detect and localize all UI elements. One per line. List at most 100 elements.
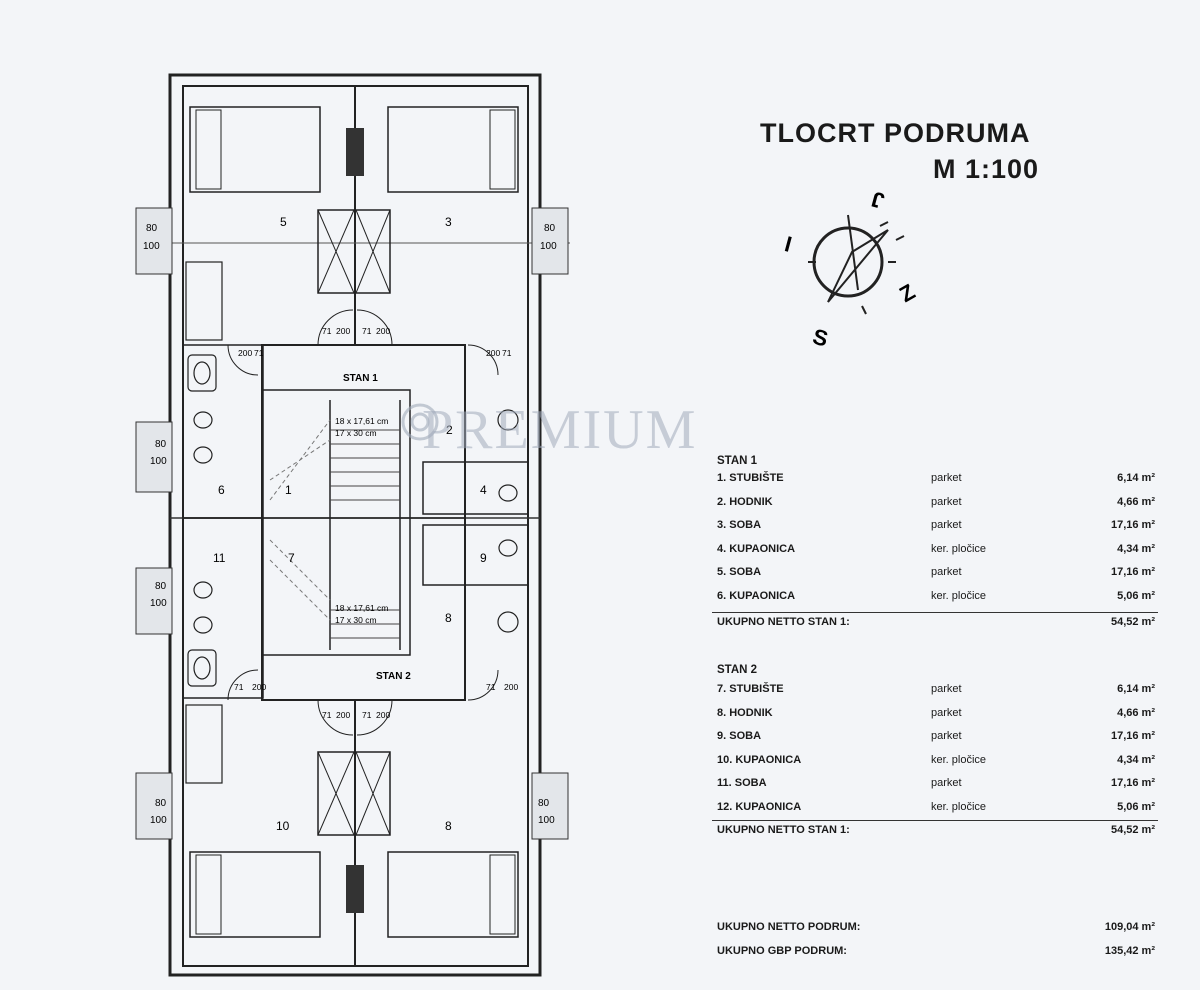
room-material: ker. pločice <box>931 542 987 555</box>
room-area: 5,06 m² <box>1117 800 1155 813</box>
stair-treads <box>330 429 400 639</box>
storage-unit <box>185 704 223 784</box>
room-name: 5. SOBA <box>717 566 762 578</box>
room-material: parket <box>931 706 962 719</box>
stan1-plan-label: STAN 1 <box>343 373 378 384</box>
room-name: 4. KUPAONICA <box>717 542 796 555</box>
compass-label-i: I <box>782 231 794 257</box>
bed-room5 <box>189 106 321 193</box>
room-area: 6,14 m² <box>1117 472 1155 484</box>
svg-text:71: 71 <box>322 326 332 336</box>
svg-text:200: 200 <box>336 710 350 720</box>
svg-text:200: 200 <box>486 348 500 358</box>
radiator-bottom <box>346 865 364 913</box>
door-swings <box>227 309 499 736</box>
table-rule <box>712 612 1158 613</box>
svg-text:200: 200 <box>376 326 390 336</box>
area-row: 10. KUPAONICA ker. pločice 4,34 m² <box>717 754 1155 772</box>
compass-label-z: Z <box>895 279 919 307</box>
stairs-note: 17 x 30 cm <box>335 428 377 438</box>
room-area: 4,66 m² <box>1117 706 1155 719</box>
svg-text:80: 80 <box>538 798 550 809</box>
wardrobe-bottom <box>317 751 391 836</box>
svg-text:71: 71 <box>362 710 372 720</box>
stair-arrow <box>269 419 331 501</box>
stan2-total: UKUPNO NETTO STAN 1: 54,52 m² <box>717 824 1155 836</box>
stair-arrow <box>269 539 331 621</box>
stan2-plan-label: STAN 2 <box>376 671 411 682</box>
room-material: ker. pločice <box>931 753 987 766</box>
premium-logo-icon <box>401 403 439 441</box>
svg-text:71: 71 <box>486 682 496 692</box>
svg-text:80: 80 <box>155 798 167 809</box>
room-area: 6,14 m² <box>1117 683 1155 695</box>
bed-pillow <box>195 109 222 190</box>
svg-text:200: 200 <box>238 348 252 358</box>
area-row: 1. STUBIŠTE parket 6,14 m² <box>717 472 1155 490</box>
room-label: 7 <box>288 551 295 565</box>
svg-text:71: 71 <box>322 710 332 720</box>
svg-text:80: 80 <box>146 223 158 234</box>
room-name: 10. KUPAONICA <box>717 753 802 766</box>
bathroom-11 <box>182 517 264 699</box>
area-row: 8. HODNIK parket 4,66 m² <box>717 707 1155 725</box>
bed-room3 <box>387 106 519 193</box>
room-name: 1. STUBIŠTE <box>717 472 784 484</box>
plan-scale: M 1:100 <box>933 154 1040 184</box>
room-label: 3 <box>445 215 452 229</box>
bed-pillow <box>489 854 516 935</box>
room-name: 6. KUPAONICA <box>717 589 796 602</box>
bathroom-4 <box>422 461 529 515</box>
gbp-podrum-total: UKUPNO GBP PODRUM: 135,42 m² <box>717 945 1155 957</box>
bed-pillow <box>195 854 222 935</box>
compass-rose-icon <box>808 214 905 315</box>
svg-text:71: 71 <box>362 326 372 336</box>
room-area: 4,34 m² <box>1117 542 1155 555</box>
room-material: parket <box>931 495 962 508</box>
svg-text:71: 71 <box>234 682 244 692</box>
stair-well <box>261 389 411 656</box>
room-area: 17,16 m² <box>1110 519 1155 531</box>
svg-text:200: 200 <box>336 326 350 336</box>
stairs-note: 18 x 17,61 cm <box>335 416 388 426</box>
room-area: 4,66 m² <box>1117 495 1155 508</box>
room-name: 9. SOBA <box>717 730 762 742</box>
room-name: 11. SOBA <box>717 777 767 789</box>
area-row: 2. HODNIK parket 4,66 m² <box>717 496 1155 514</box>
svg-text:100: 100 <box>150 456 167 467</box>
netto-podrum-total: UKUPNO NETTO PODRUM: 109,04 m² <box>717 921 1155 933</box>
room-area: 17,16 m² <box>1110 730 1155 742</box>
svg-text:200: 200 <box>376 710 390 720</box>
room-material: parket <box>931 777 962 789</box>
plan-title: TLOCRT PODRUMA <box>760 118 1031 148</box>
svg-text:100: 100 <box>143 241 160 252</box>
room-name: 2. HODNIK <box>717 495 773 508</box>
room-label: 6 <box>218 483 225 497</box>
room-name: 12. KUPAONICA <box>717 800 802 813</box>
table-rule <box>712 820 1158 821</box>
window-boxes <box>135 207 569 840</box>
room-material: parket <box>931 519 962 531</box>
svg-text:100: 100 <box>538 815 555 826</box>
room-label: 8 <box>445 819 452 833</box>
room-area: 4,34 m² <box>1117 753 1155 766</box>
room-area: 5,06 m² <box>1117 589 1155 602</box>
room-material: parket <box>931 472 962 484</box>
stairs-note: 18 x 17,61 cm <box>335 603 388 613</box>
room-material: ker. pločice <box>931 589 987 602</box>
radiator-top <box>346 128 364 176</box>
room-material: parket <box>931 566 962 578</box>
bed-room8 <box>387 851 519 938</box>
svg-text:100: 100 <box>150 815 167 826</box>
svg-text:71: 71 <box>254 348 264 358</box>
room-label: 2 <box>446 423 453 437</box>
room-name: 8. HODNIK <box>717 706 773 719</box>
